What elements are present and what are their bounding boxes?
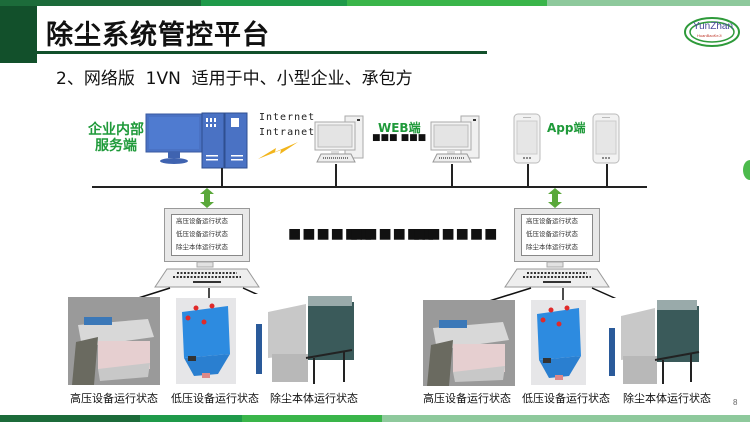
low-voltage-cabinet-image — [531, 300, 586, 385]
connector-line — [606, 164, 608, 187]
dust-collector-image — [603, 298, 703, 386]
control-panel-screen: 高压设备运行状态 低压设备运行状态 除尘本体运行状态 — [521, 214, 593, 256]
top-bar-segment — [547, 0, 750, 6]
keyboard-icon — [154, 261, 260, 288]
bottom-bar-segment — [382, 415, 750, 422]
network-label: Internet Intranet — [259, 110, 315, 140]
lightning-icon — [258, 142, 298, 159]
server-label-line1: 企业内部 — [88, 122, 144, 138]
keyboard-icon — [504, 261, 610, 288]
top-color-bar — [0, 0, 750, 6]
equipment-caption: 高压设备运行状态 — [70, 392, 158, 405]
desktop-pc-icon — [314, 115, 364, 163]
top-bar-segment — [347, 0, 547, 6]
dust-collector-image — [248, 294, 358, 386]
page-title: 除尘系统管控平台 — [46, 20, 270, 51]
control-panel-monitor: 高压设备运行状态 低压设备运行状态 除尘本体运行状态 — [164, 208, 250, 262]
connector-line — [527, 164, 529, 187]
company-logo: YunZhan HuanBaoKeJi — [683, 15, 741, 49]
bottom-bar-segment — [140, 415, 242, 422]
internet-label: Internet — [259, 112, 316, 123]
high-voltage-equipment-image — [68, 297, 160, 385]
control-panel-screen: 高压设备运行状态 低压设备运行状态 除尘本体运行状态 — [171, 214, 243, 256]
status-row-dust-body[interactable]: 除尘本体运行状态 — [176, 243, 228, 251]
bottom-color-bar — [0, 415, 750, 422]
smartphone-icon — [513, 113, 541, 164]
desktop-pc-icon — [430, 115, 480, 163]
server-label-line2: 服务端 — [95, 138, 137, 154]
logo-subtext: HuanBaoKeJi — [697, 33, 722, 38]
status-row-low-voltage[interactable]: 低压设备运行状态 — [526, 230, 578, 238]
intranet-label: Intranet — [259, 127, 316, 138]
network-bus-line — [92, 186, 647, 188]
connector-line — [221, 168, 223, 187]
side-nav-handle[interactable] — [743, 160, 750, 180]
equipment-caption: 低压设备运行状态 — [171, 392, 259, 405]
subtitle: 2、网络版 1VN 适用于中、小型企业、承包方 — [56, 69, 413, 89]
high-voltage-equipment-image — [423, 300, 515, 386]
low-voltage-cabinet-image — [176, 298, 236, 384]
control-panel-monitor: 高压设备运行状态 低压设备运行状态 除尘本体运行状态 — [514, 208, 600, 262]
double-arrow-icon — [548, 188, 562, 208]
ellipsis-dots: ■■■■■■ — [350, 226, 436, 242]
server-label: 企业内部 服务端 — [88, 122, 144, 154]
status-row-dust-body[interactable]: 除尘本体运行状态 — [526, 243, 578, 251]
ellipsis-dots: ■■■■■■ — [288, 226, 374, 242]
title-accent-block — [0, 6, 37, 63]
bottom-bar-segment — [242, 415, 382, 422]
equipment-caption: 低压设备运行状态 — [522, 392, 610, 405]
ellipsis-dots: ■■■ ■■■ — [372, 133, 427, 143]
bottom-bar-segment — [0, 415, 140, 422]
status-row-high-voltage[interactable]: 高压设备运行状态 — [176, 217, 228, 225]
double-arrow-icon — [200, 188, 214, 208]
ellipsis-dots: ■■■■■■ — [413, 226, 499, 242]
smartphone-icon — [592, 113, 620, 164]
connector-line — [451, 164, 453, 187]
equipment-caption: 高压设备运行状态 — [423, 392, 511, 405]
title-underline — [37, 51, 487, 54]
top-bar-segment — [201, 0, 347, 6]
page-number: 8 — [733, 398, 738, 407]
status-row-high-voltage[interactable]: 高压设备运行状态 — [526, 217, 578, 225]
app-client-label: App端 — [547, 121, 586, 135]
equipment-caption: 除尘本体运行状态 — [623, 392, 711, 405]
equipment-caption: 除尘本体运行状态 — [270, 392, 358, 405]
logo-text: YunZhan — [693, 21, 734, 32]
web-client-label: WEB端 — [378, 121, 421, 135]
status-row-low-voltage[interactable]: 低压设备运行状态 — [176, 230, 228, 238]
logo-rings-icon — [684, 17, 740, 47]
connector-line — [335, 164, 337, 187]
server-tower-icon — [201, 112, 248, 169]
top-bar-segment — [0, 0, 201, 6]
